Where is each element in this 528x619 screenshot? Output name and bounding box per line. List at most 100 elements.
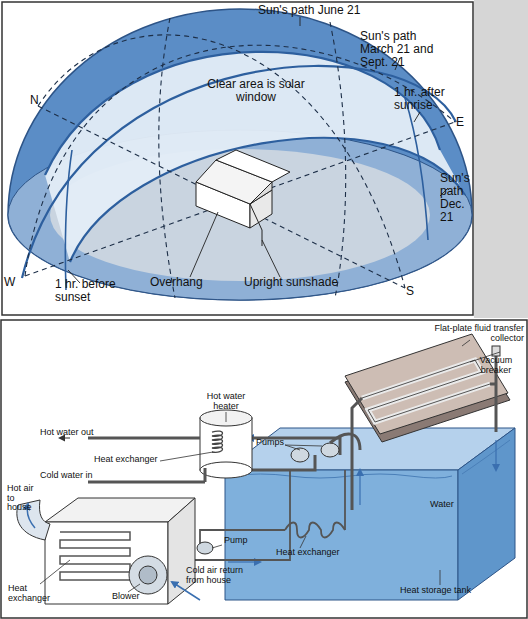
pipe bbox=[352, 398, 362, 510]
coil bbox=[285, 523, 345, 538]
heater-bottom bbox=[200, 462, 252, 478]
flow-arrow bbox=[228, 561, 260, 562]
pipe bbox=[490, 383, 496, 386]
pipes bbox=[352, 352, 496, 510]
sun-path-december bbox=[70, 138, 465, 262]
callout-label: Overhang bbox=[150, 276, 220, 289]
callout-label: Hot water out bbox=[40, 428, 110, 438]
callout-label: Heat exchanger bbox=[94, 455, 164, 465]
callout-label: Cold air return from house bbox=[186, 566, 250, 585]
leader-line bbox=[285, 445, 322, 446]
leader-line bbox=[440, 570, 441, 585]
tank-heat-exchanger bbox=[190, 470, 345, 560]
house-gable bbox=[250, 182, 272, 204]
leader-line bbox=[300, 536, 306, 548]
callout-label: Flat-plate fluid transfer collector bbox=[410, 324, 524, 343]
pump bbox=[291, 448, 309, 462]
leader-lines bbox=[40, 340, 500, 592]
solar-window bbox=[45, 52, 465, 262]
leader-line bbox=[190, 212, 218, 277]
air-handler bbox=[17, 498, 195, 604]
solar-window-panel bbox=[2, 2, 473, 315]
pipe bbox=[330, 434, 360, 450]
background-strip bbox=[474, 0, 528, 318]
prime-vertical-arc bbox=[25, 45, 455, 276]
callout-label: Sun's path June 21 bbox=[258, 4, 398, 17]
callout-label: Blower bbox=[112, 592, 152, 602]
collector-tube bbox=[362, 360, 490, 422]
callout-label: E bbox=[456, 116, 472, 129]
callout-label: N bbox=[30, 94, 46, 107]
callout-label: Upright sunshade bbox=[244, 276, 354, 289]
flow-arrow bbox=[359, 470, 360, 505]
pipe bbox=[344, 470, 346, 530]
callout-label: Water bbox=[430, 500, 470, 510]
callout-label: Heat storage tank bbox=[400, 586, 490, 596]
sun-paths bbox=[22, 52, 465, 278]
west-east-line bbox=[25, 122, 455, 276]
leader-line bbox=[128, 584, 140, 592]
hour-lines bbox=[65, 98, 428, 290]
hour-line-sunset bbox=[65, 150, 72, 290]
leader-line bbox=[40, 560, 70, 584]
flow-arrow bbox=[60, 438, 70, 439]
pipe bbox=[88, 481, 205, 484]
collector-tube bbox=[362, 360, 490, 422]
leader-line bbox=[262, 240, 280, 277]
callout-label: W bbox=[4, 276, 20, 289]
callout-label: Hot air to house bbox=[7, 484, 37, 513]
callout-label: 1 hr. after sunrise bbox=[394, 86, 466, 112]
leader-line bbox=[414, 112, 420, 122]
sun-path-equinox bbox=[22, 66, 456, 278]
heater-top bbox=[200, 410, 252, 426]
leader-line bbox=[212, 545, 222, 548]
pump bbox=[321, 443, 339, 457]
leader-line bbox=[300, 17, 301, 26]
compass-lines bbox=[25, 18, 455, 298]
leader-line bbox=[160, 452, 213, 461]
collector-plate bbox=[345, 334, 508, 434]
pipe bbox=[200, 530, 285, 545]
tank-front bbox=[225, 470, 458, 600]
house-roof bbox=[216, 150, 290, 182]
handler-front bbox=[45, 522, 168, 604]
flow-arrow bbox=[495, 440, 496, 470]
sky-dome bbox=[8, 9, 472, 300]
callout-label: S bbox=[406, 285, 422, 298]
house bbox=[196, 150, 290, 246]
leader-line bbox=[226, 412, 227, 422]
pipe bbox=[88, 437, 200, 440]
callout-label: Clear area is solar window bbox=[186, 78, 326, 104]
callout-label: Heat exchanger bbox=[8, 584, 56, 603]
altitude-arc bbox=[330, 22, 346, 298]
pump bbox=[197, 542, 213, 554]
leader-line bbox=[462, 340, 470, 346]
meridian-arc bbox=[38, 35, 405, 288]
heater-coil bbox=[212, 431, 223, 452]
water-surface bbox=[232, 474, 452, 478]
callout-label: 1 hr. before sunset bbox=[55, 278, 137, 304]
callout-label: Heat exchanger bbox=[276, 548, 356, 558]
panel-frame bbox=[1, 320, 527, 618]
callout-label: Hot water heater bbox=[196, 392, 256, 411]
leader-line bbox=[285, 445, 300, 450]
hour-line-sunrise bbox=[405, 98, 428, 240]
altitude-arc bbox=[159, 18, 175, 298]
water-surface bbox=[462, 440, 510, 474]
flat-plate-collector bbox=[345, 334, 510, 442]
blower-hub bbox=[139, 566, 157, 584]
upright-sunshade bbox=[262, 230, 263, 246]
callout-label: Vacuum breaker bbox=[468, 356, 524, 375]
solar-heating-panel bbox=[1, 320, 527, 618]
tank-side bbox=[458, 428, 515, 600]
callout-label: Sun's path March 21 and Sept. 21 bbox=[360, 30, 450, 69]
air-coil bbox=[60, 532, 130, 580]
pipe bbox=[204, 468, 207, 482]
callout-label: Pump bbox=[224, 536, 254, 546]
callout-label: Cold water in bbox=[40, 471, 110, 481]
callout-label: Pumps bbox=[256, 438, 296, 448]
callout-label: Sun's path Dec. 21 bbox=[440, 172, 474, 224]
heat-storage-tank bbox=[225, 428, 515, 600]
panel-frame bbox=[2, 2, 473, 315]
